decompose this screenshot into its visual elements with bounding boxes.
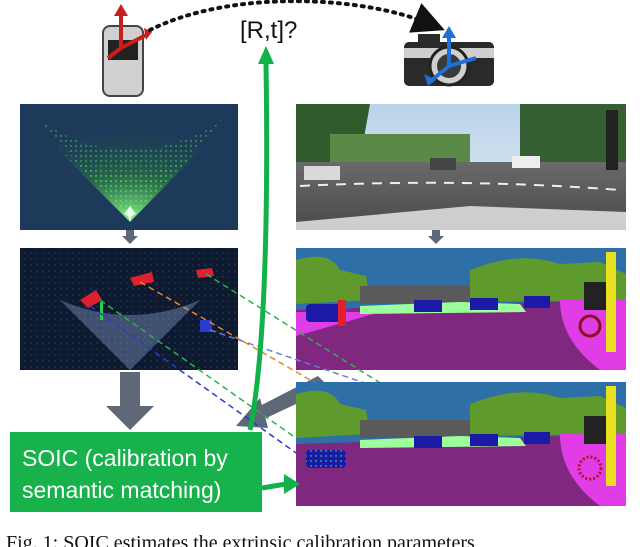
lidar-detection-panel — [20, 248, 238, 370]
soic-to-transform-arrow — [247, 61, 270, 431]
soic-label-line2: semantic matching) — [22, 477, 221, 503]
lidar-to-soic-arrow — [106, 372, 154, 430]
camera-icon — [404, 26, 494, 87]
soic-to-result-arrow — [261, 481, 287, 491]
soic-label-line1: SOIC (calibration by — [22, 445, 228, 471]
figure-caption: Fig. 1: SOIC estimates the extrinsic cal… — [6, 532, 475, 547]
transform-label: [R,t]? — [240, 17, 297, 44]
lidar-top-view-panel — [20, 104, 238, 230]
fused-result-panel — [296, 382, 626, 506]
segmentation-panel — [296, 248, 626, 370]
camera-photo-panel — [296, 104, 626, 230]
lidar-sensor-icon — [102, 4, 152, 97]
dotted-transform-arrow — [148, 0, 445, 33]
soic-box: SOIC (calibration by semantic matching) — [10, 432, 262, 512]
camera-down-arrow — [428, 230, 444, 244]
lidar-down-arrow — [122, 230, 138, 244]
